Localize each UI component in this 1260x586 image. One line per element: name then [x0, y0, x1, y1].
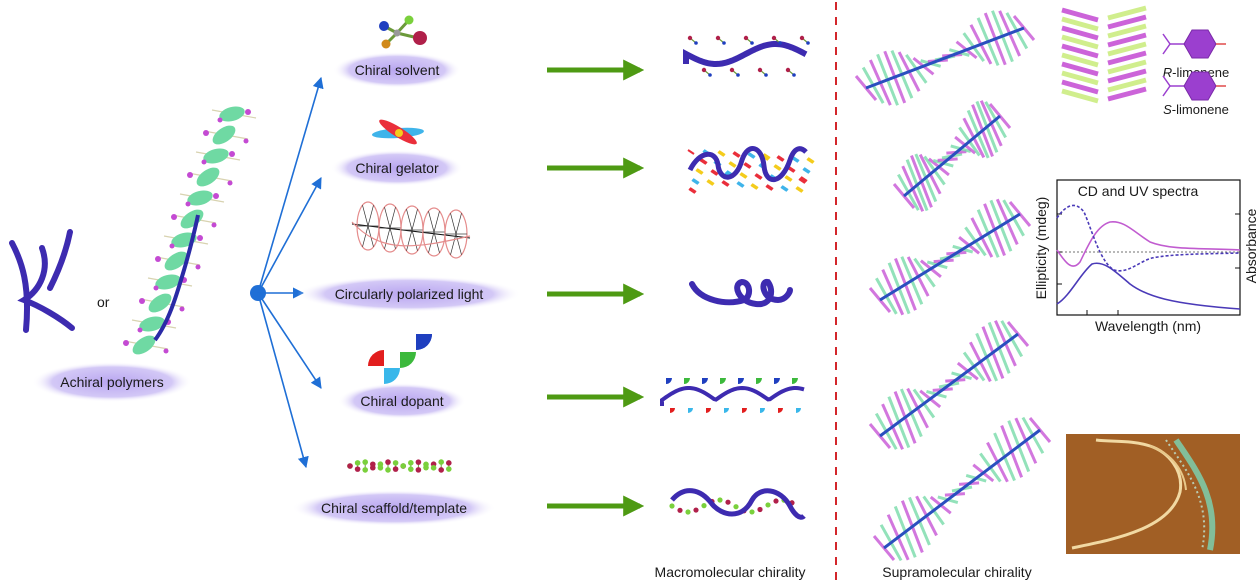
- spectra-xlabel: Wavelength (nm): [1095, 318, 1201, 334]
- cd-curve-solid: [1056, 221, 1241, 267]
- method-pill-light: [297, 276, 521, 312]
- arrow-to-solvent: [257, 76, 324, 294]
- limonene-helix-bundle: [1061, 5, 1147, 104]
- green-arrows: [547, 59, 645, 517]
- chiral-dopant-icon: [368, 334, 432, 384]
- cd-uv-spectra-panel: [1056, 179, 1241, 316]
- arrow-to-gelator: [257, 177, 322, 294]
- method-pill-scaffold: [292, 490, 496, 526]
- method-label-solvent: Chiral solvent: [355, 62, 440, 78]
- s-limonene-label: S-limonene: [1163, 102, 1229, 117]
- chiral-solvent-molecule-icon: [379, 15, 427, 49]
- chiral-gelator-icon: [372, 119, 424, 145]
- afm-fiber-2: [1173, 438, 1216, 551]
- uv-curve: [1056, 262, 1241, 310]
- method-label-light: Circularly polarized light: [335, 286, 484, 302]
- method-pill-dopant: [338, 383, 466, 419]
- spectra-ylabel-right: Absorbance: [1243, 208, 1259, 283]
- s-limonene-structure: [1162, 71, 1226, 101]
- macro-helix-scaffold: [669, 488, 806, 520]
- achiral-polymer-ribbon: [9, 229, 75, 333]
- macro-caption: Macromolecular chirality: [655, 564, 806, 580]
- method-label-gelator: Chiral gelator: [355, 160, 439, 176]
- r-limonene-structure: [1162, 29, 1226, 59]
- macro-helix-solvent: [683, 35, 810, 77]
- or-text: or: [97, 294, 110, 310]
- macro-helix-light: [689, 278, 793, 308]
- achiral-polymer-supramolecular: [123, 106, 257, 355]
- achiral-label-pill: [32, 362, 192, 402]
- supramolecular-helices: [854, 10, 1052, 562]
- method-label-scaffold: Chiral scaffold/template: [321, 500, 467, 516]
- achiral-label: Achiral polymers: [60, 374, 163, 390]
- arrow-to-scaffold: [257, 292, 309, 469]
- afm-image: [1066, 434, 1240, 554]
- circularly-polarized-light-icon: [351, 201, 471, 259]
- arrow-to-dopant: [257, 292, 322, 389]
- method-label-dopant: Chiral dopant: [360, 393, 443, 409]
- supra-caption: Supramolecular chirality: [882, 564, 1031, 580]
- method-pill-gelator: [331, 150, 463, 186]
- chiral-scaffold-icon: [347, 459, 452, 473]
- method-pill-solvent: [333, 52, 461, 88]
- spectra-ylabel-left: Ellipticity (mdeg): [1033, 197, 1049, 300]
- macro-helix-dopant: [660, 378, 805, 413]
- spectra-title: CD and UV spectra: [1078, 183, 1199, 199]
- macro-helix-gelator: [687, 146, 815, 194]
- afm-fiber-1: [1071, 438, 1183, 550]
